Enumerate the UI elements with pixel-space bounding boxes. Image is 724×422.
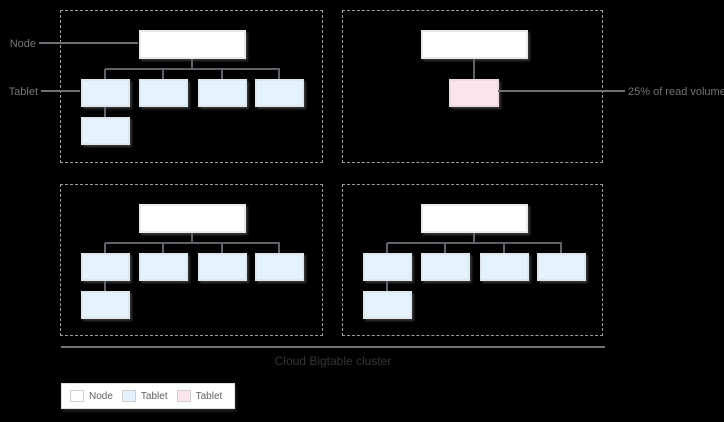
tablet-box: [198, 253, 247, 281]
connector-tablet-stub: [104, 69, 106, 79]
hot-tablet-box: [449, 79, 499, 107]
node-swatch: [70, 390, 84, 402]
node-callout-label: Node: [9, 38, 36, 50]
tablet-callout-line: [41, 90, 80, 92]
node-group-4: [342, 184, 603, 336]
connector-horizontal: [105, 68, 280, 70]
connector-tablet-stub: [503, 243, 505, 253]
tablet-box: [363, 253, 412, 281]
tablet-box: [81, 79, 130, 107]
tablet-box: [81, 291, 130, 319]
connector-node-stub: [191, 59, 193, 69]
connector-tablet-stub: [221, 69, 223, 79]
tablet-box: [139, 79, 188, 107]
node-box: [139, 204, 246, 233]
connector-node-stub: [191, 233, 193, 243]
hot-tablet-swatch: [176, 390, 191, 402]
node-box: [139, 30, 246, 59]
tablet-box: [255, 79, 304, 107]
connector-horizontal: [105, 242, 280, 244]
connector-tablet-stub: [278, 243, 280, 253]
legend-label: Tablet: [195, 390, 223, 402]
node-callout-line: [39, 42, 138, 44]
connector-extra-tablet-stub: [104, 107, 106, 117]
node-group-3: [60, 184, 323, 336]
legend-item-tablet: Tablet: [121, 390, 168, 402]
connector-tablet-stub: [104, 243, 106, 253]
node-group-2: [342, 10, 603, 163]
node-box: [421, 30, 528, 59]
tablet-box: [255, 253, 304, 281]
read-volume-callout-label: 25% of read volume: [628, 86, 724, 98]
tablet-box: [421, 253, 470, 281]
tablet-box: [81, 253, 130, 281]
tablet-swatch: [121, 390, 136, 402]
cluster-divider-line: [61, 346, 605, 348]
legend-item-hot-tablet: Tablet: [176, 390, 223, 402]
connector-tablet-stub: [278, 69, 280, 79]
connector-tablet-stub: [560, 243, 562, 253]
legend: Node Tablet Tablet: [61, 383, 235, 409]
connector-tablet-stub: [386, 243, 388, 253]
tablet-callout-label: Tablet: [8, 86, 38, 98]
legend-label: Tablet: [140, 390, 168, 402]
connector-tablet-stub: [162, 69, 164, 79]
legend-label: Node: [89, 390, 113, 402]
connector-node-stub: [473, 59, 475, 79]
tablet-box: [139, 253, 188, 281]
connector-tablet-stub: [221, 243, 223, 253]
tablet-box: [198, 79, 247, 107]
node-box: [421, 204, 528, 233]
tablet-box: [480, 253, 529, 281]
tablet-box: [537, 253, 586, 281]
node-group-1: [60, 10, 323, 163]
connector-horizontal: [387, 242, 562, 244]
connector-node-stub: [473, 233, 475, 243]
connector-extra-tablet-stub: [104, 281, 106, 291]
connector-extra-tablet-stub: [386, 281, 388, 291]
tablet-box: [81, 117, 130, 145]
read-volume-callout-line: [498, 90, 625, 92]
legend-item-node: Node: [70, 390, 113, 402]
tablet-box: [363, 291, 412, 319]
connector-tablet-stub: [444, 243, 446, 253]
cluster-caption: Cloud Bigtable cluster: [274, 354, 392, 368]
connector-tablet-stub: [162, 243, 164, 253]
